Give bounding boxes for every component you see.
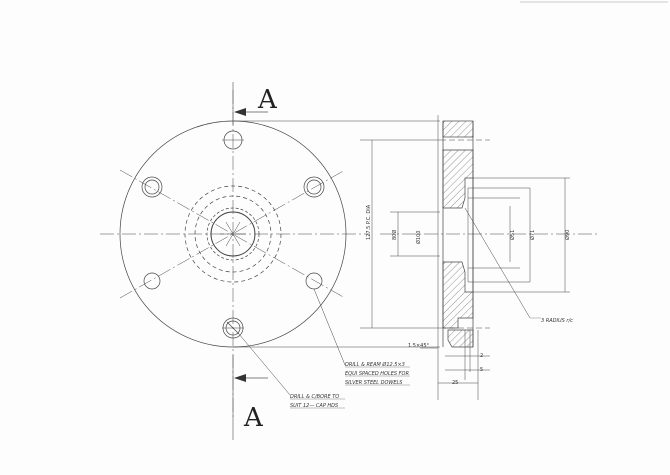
section-arrow-top: A: [232, 82, 278, 125]
note-dowel-line1: DRILL & REAM Ø12.5×3: [345, 361, 405, 368]
note-radius: 3 RADIUS r/c: [541, 318, 573, 324]
section-hatch-bottom: [447, 329, 474, 348]
leader-bolt: [238, 333, 291, 396]
note-dowel-line2: EQUI SPACED HOLES FOR: [345, 371, 409, 377]
dim-90: Ø90: [564, 230, 571, 240]
dim-bore-label: 80Ø: [391, 230, 398, 240]
dim-25: 25: [452, 380, 458, 386]
dim-2: 2: [480, 353, 483, 359]
bolt-hole-lower-right: [305, 272, 323, 290]
note-dowel-line3: SILVER STEEL DOWELS: [345, 380, 403, 386]
leader-radius: [464, 207, 531, 319]
dim-bore-small: Ø100: [415, 231, 422, 244]
leader-dowel: [313, 288, 346, 366]
dim-5: 5: [480, 367, 483, 373]
front-view: [100, 90, 440, 420]
section-label-top: A: [257, 85, 278, 115]
bolt-hole-upper-left: [141, 176, 163, 198]
bolt-hole-top: [222, 130, 244, 150]
diagonal-centerline-2: [119, 169, 346, 299]
section-hatch-lower: [442, 261, 474, 329]
bolt-hole-upper-right: [303, 176, 325, 198]
section-arrow-bottom: A: [232, 355, 268, 440]
section-view: [380, 115, 600, 400]
section-hatch-top: [442, 120, 474, 138]
section-label-bottom: A: [243, 403, 264, 433]
note-bolt-line1: DRILL & C/BORE TO: [290, 394, 339, 400]
dimensions: [360, 139, 566, 384]
section-hatch-upper: [442, 149, 474, 209]
bolt-hole-lower-left: [143, 272, 161, 290]
note-bolt-line2: SUIT 12— CAP HDS: [290, 403, 339, 409]
dim-pcd: 127.5 P.C. DIA: [366, 204, 372, 240]
dim-51: Ø51: [509, 230, 516, 240]
dim-chamfer: 1.5×45°: [408, 343, 430, 349]
bolt-hole-bottom: [222, 317, 244, 339]
dim-71: Ø71: [529, 230, 536, 240]
